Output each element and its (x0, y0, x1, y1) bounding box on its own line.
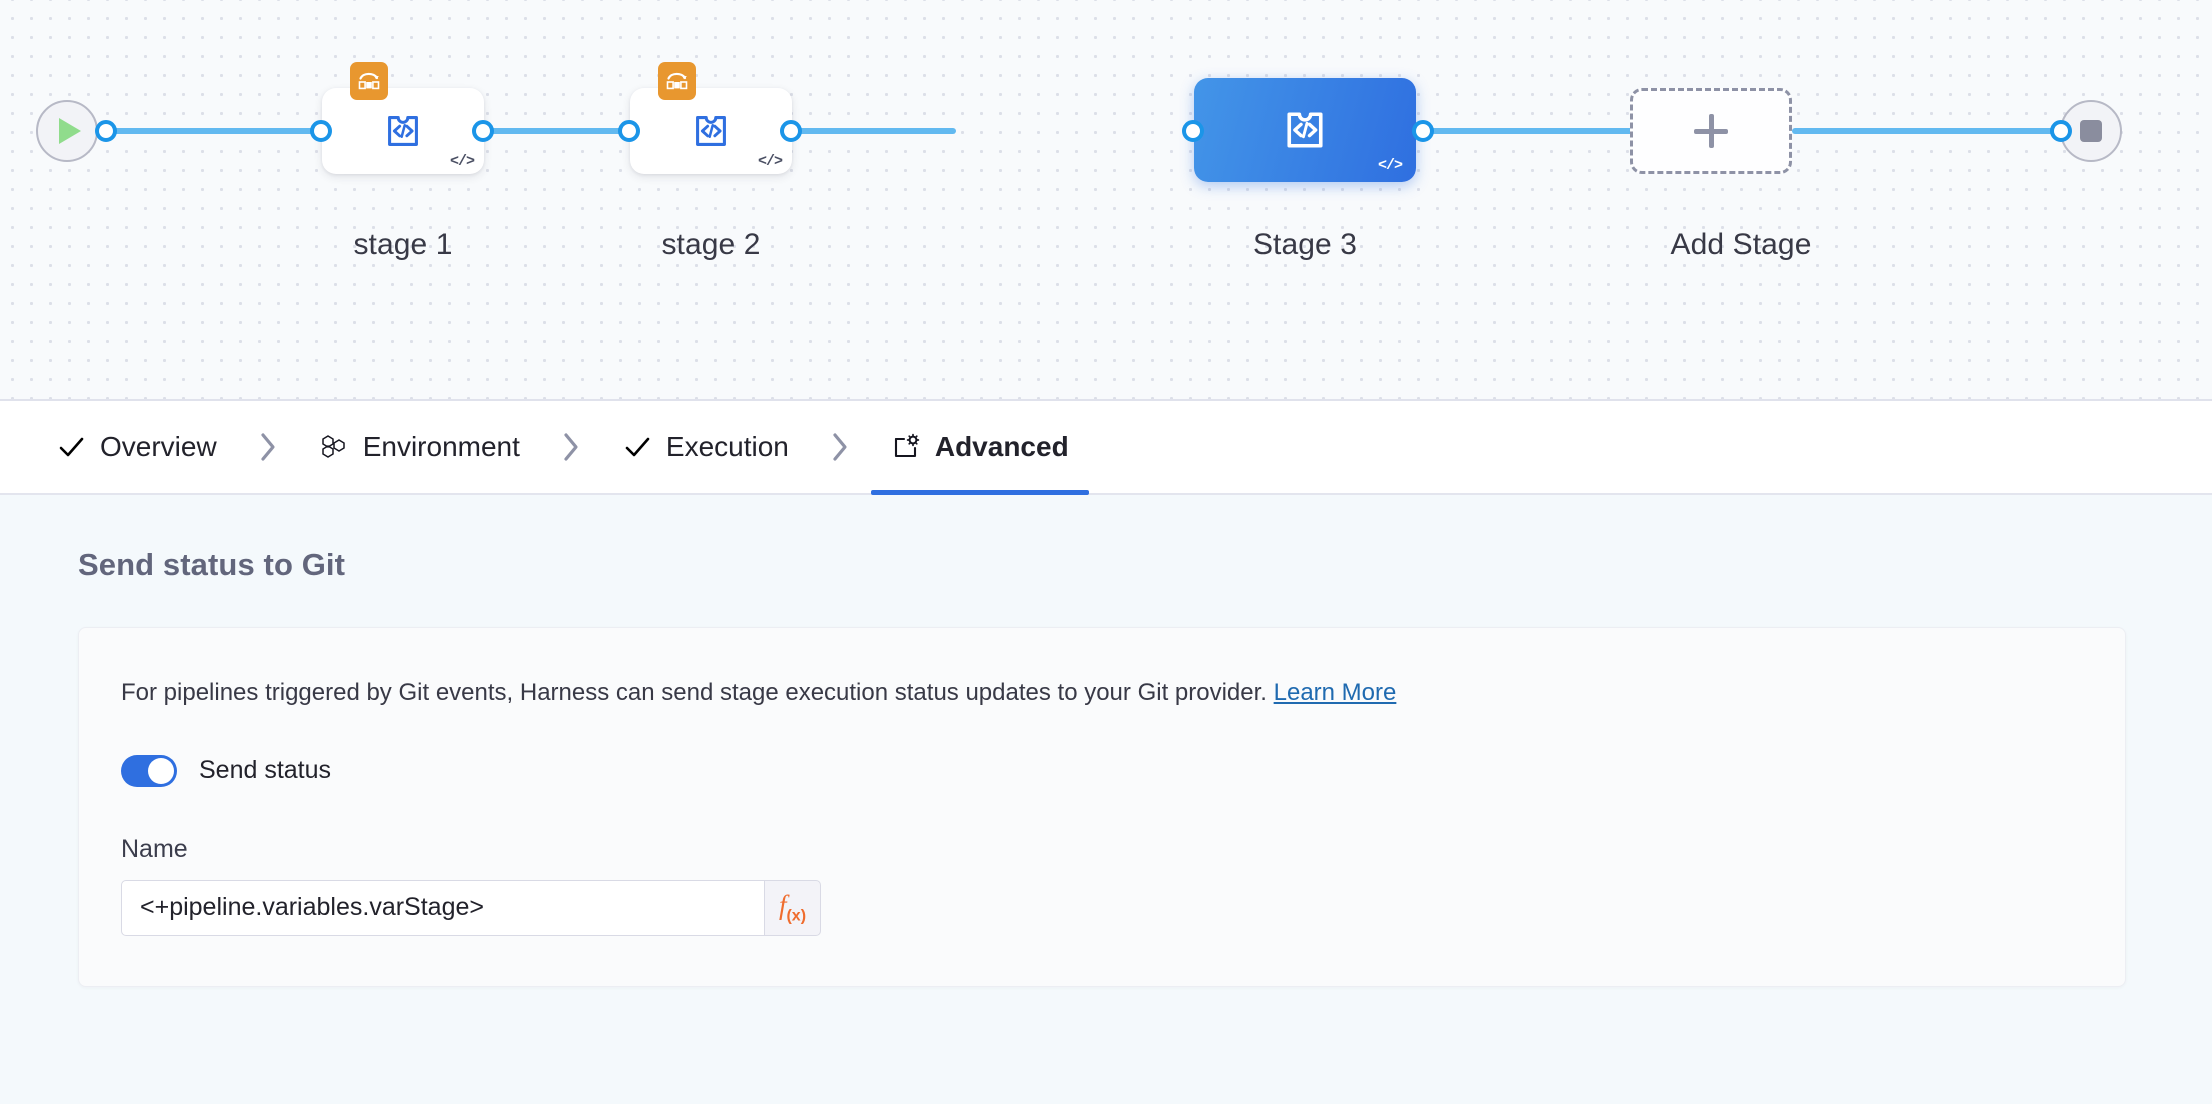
add-stage-node[interactable] (1630, 88, 1792, 174)
tab-overview[interactable]: Overview (28, 401, 245, 493)
stage-node-stage-3[interactable]: </> (1194, 78, 1416, 182)
custom-stage-icon (696, 116, 726, 146)
stage-3-code-mark: </> (1377, 157, 1403, 174)
rolling-strategy-icon (350, 62, 388, 100)
settings-card-icon (891, 432, 921, 462)
name-input[interactable] (121, 879, 765, 936)
connector-add-stage-to-end (1792, 128, 2068, 134)
connector-start-to-stage-1 (110, 128, 326, 134)
tab-execution-label: Execution (665, 431, 789, 462)
stage-2-input-port[interactable] (618, 120, 640, 142)
hexagons-icon (319, 432, 349, 462)
page-title: Send status to Git (78, 547, 346, 582)
custom-stage-icon (1287, 112, 1323, 148)
stage-3-output-port[interactable] (1412, 120, 1434, 142)
start-output-port[interactable] (95, 120, 117, 142)
tab-environment[interactable]: Environment (291, 401, 548, 493)
name-field-label: Name (121, 834, 188, 863)
stage-label-stage-3: Stage 3 (1252, 228, 1358, 261)
end-input-port[interactable] (2050, 120, 2072, 142)
chevron-right-icon (245, 401, 291, 493)
send-status-toggle-row: Send status (121, 754, 2125, 787)
send-status-to-git-card: For pipelines triggered by Git events, H… (78, 627, 2126, 987)
send-status-toggle-label: Send status (199, 756, 332, 785)
learn-more-link[interactable]: Learn More (1273, 679, 1397, 706)
stage-label-stage-1: stage 1 (353, 228, 453, 261)
custom-stage-icon (388, 116, 418, 146)
name-field-row: f(x) (121, 879, 821, 936)
connector-stage-3-to-add-stage (1428, 128, 1634, 134)
tab-advanced-label: Advanced (934, 431, 1069, 462)
stage-1-output-port[interactable] (472, 120, 494, 142)
plus-icon (1708, 114, 1714, 148)
check-icon (56, 432, 86, 462)
expression-fx-button[interactable]: f(x) (765, 879, 821, 936)
add-stage-label: Add Stage (1670, 228, 1812, 261)
tab-environment-label: Environment (362, 431, 520, 462)
send-status-toggle[interactable] (121, 754, 177, 787)
toggle-knob (148, 757, 174, 784)
chevron-right-icon (548, 401, 594, 493)
advanced-tab-panel: Send status to Git For pipelines trigger… (0, 495, 2212, 1103)
chevron-right-icon (817, 401, 863, 493)
stage-label-stage-2: stage 2 (661, 228, 761, 261)
connector-stage-2-to-stage-3 (796, 128, 956, 134)
stage-2-code-mark: </> (757, 153, 783, 170)
stage-node-stage-1[interactable]: </> (322, 62, 484, 174)
stage-3-input-port[interactable] (1182, 120, 1204, 142)
card-description: For pipelines triggered by Git events, H… (121, 676, 2125, 711)
pipeline-start-node[interactable] (36, 100, 98, 162)
stage-node-stage-2[interactable]: </> (630, 62, 792, 174)
tab-advanced[interactable]: Advanced (863, 401, 1097, 495)
tab-execution[interactable]: Execution (594, 401, 817, 493)
connector-stage-1-to-stage-2 (488, 128, 634, 134)
stage-tab-bar: Overview Environment Execution (0, 401, 2212, 495)
play-icon (59, 118, 81, 144)
pipeline-canvas[interactable]: </> </> (0, 0, 2212, 401)
check-icon (622, 432, 652, 462)
tab-overview-label: Overview (100, 431, 217, 462)
stop-icon (2080, 120, 2102, 142)
card-description-text: For pipelines triggered by Git events, H… (121, 679, 1274, 706)
rolling-strategy-icon (658, 62, 696, 100)
stage-2-output-port[interactable] (780, 120, 802, 142)
pipeline-stage-row: </> </> (0, 0, 2212, 300)
stage-1-input-port[interactable] (310, 120, 332, 142)
fx-icon: f(x) (778, 890, 807, 925)
stage-1-code-mark: </> (449, 153, 475, 170)
